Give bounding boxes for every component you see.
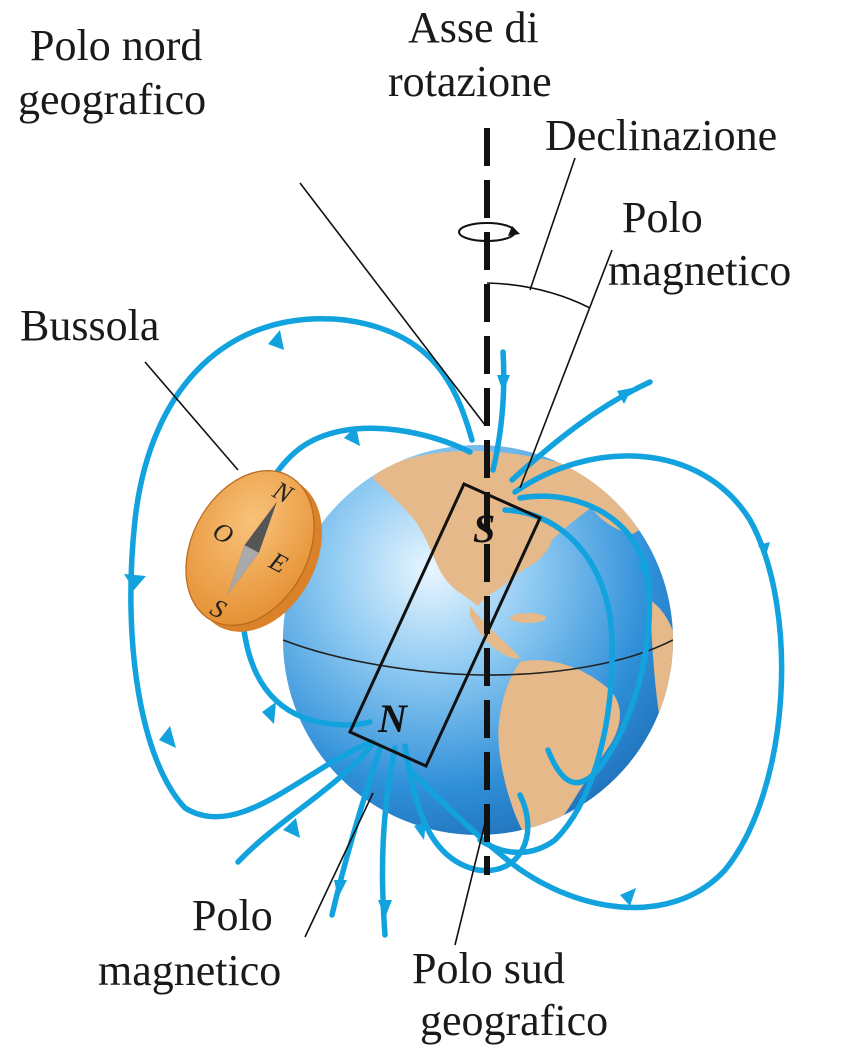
field-arrow-3 xyxy=(344,426,360,446)
rotation-axis xyxy=(458,128,520,875)
label-north-geo-line2: geografico xyxy=(18,75,206,124)
label-axis-line2: rotazione xyxy=(388,57,552,106)
label-south-geo-line1: Polo sud xyxy=(412,944,565,993)
field-arrow-2 xyxy=(124,574,146,590)
label-axis-line1: Asse di xyxy=(408,3,539,52)
field-arrow-4 xyxy=(262,702,276,724)
field-line-right-inner xyxy=(517,493,653,786)
field-arrow-13 xyxy=(378,900,392,918)
declination-arc xyxy=(486,282,591,309)
field-line-right-outer xyxy=(407,453,785,911)
field-line-left-outer xyxy=(128,316,475,820)
field-arrow-14 xyxy=(414,822,426,840)
label-compass: Bussola xyxy=(20,301,159,350)
field-arrow-10 xyxy=(620,888,636,906)
labels: Polo nord geografico Asse di rotazione D… xyxy=(18,3,791,1045)
bar-magnet: S N xyxy=(348,482,542,768)
field-arrow-11 xyxy=(283,818,300,838)
field-arrow-8 xyxy=(638,562,650,578)
field-arrow-9 xyxy=(758,542,770,558)
magnet-pole-n: N xyxy=(377,696,409,741)
field-arrow-6 xyxy=(497,375,510,392)
field-arrow-12 xyxy=(334,880,347,898)
field-line-lower-center-2 xyxy=(402,743,531,874)
label-north-geo-line1: Polo nord xyxy=(30,21,202,70)
magnet-pole-s: S xyxy=(473,506,495,551)
compass: N E S O xyxy=(185,470,322,632)
field-line-right-mid xyxy=(477,507,615,856)
label-mag-pole-bottom-line1: Polo xyxy=(192,891,273,940)
field-arrow-5 xyxy=(159,726,176,748)
field-line-top-incoming xyxy=(490,349,507,473)
label-south-geo-line2: geografico xyxy=(420,996,608,1045)
field-line-lower-left-1 xyxy=(235,742,375,865)
label-mag-pole-bottom-line2: magnetico xyxy=(98,946,281,995)
label-mag-pole-top-line2: magnetico xyxy=(608,246,791,295)
field-arrow-7 xyxy=(617,388,632,404)
leader-lines xyxy=(144,157,613,946)
label-mag-pole-top-line1: Polo xyxy=(622,193,703,242)
label-declination: Declinazione xyxy=(545,111,777,160)
field-arrow-1 xyxy=(268,330,284,350)
